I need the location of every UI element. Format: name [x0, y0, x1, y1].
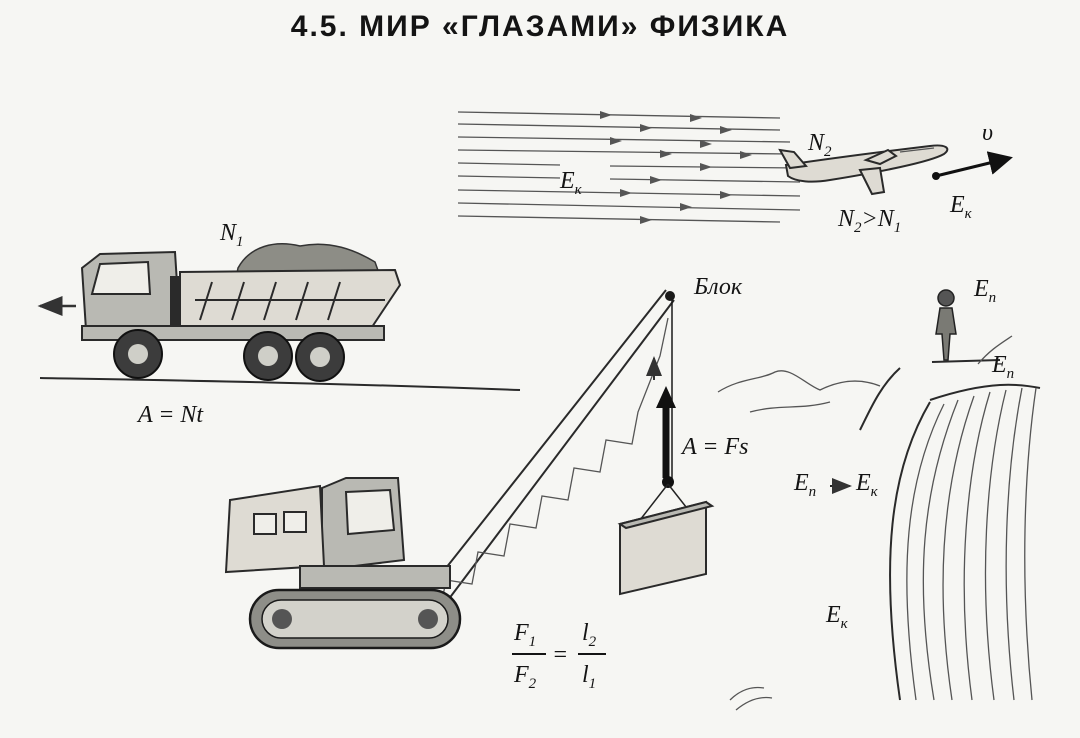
truck-wheel	[113, 329, 163, 379]
svg-text:F2: F2	[513, 662, 537, 692]
svg-text:l1: l1	[582, 662, 596, 692]
air-stream: Eк	[457, 111, 801, 224]
crane-work-formula: A = Fs	[680, 434, 748, 460]
airplane-icon	[778, 144, 949, 196]
lever-formula: F1 F2 = l2 l1	[512, 620, 606, 692]
air-energy-label: Eк	[559, 168, 583, 198]
crane-icon	[224, 289, 675, 650]
svg-text:Eк: Eк	[855, 470, 879, 500]
power-comparison: N2>N1	[837, 206, 901, 236]
water-kinetic-label: Eк	[825, 602, 849, 632]
stream-line	[457, 202, 801, 211]
truck-wheel	[243, 331, 293, 381]
truck-wheel	[295, 332, 345, 382]
svg-text:l2: l2	[582, 620, 597, 650]
stream-line	[457, 111, 781, 119]
velocity-label: υ	[982, 120, 993, 146]
person-potential-label: Eп	[973, 276, 996, 306]
truck-power-label: N1	[219, 220, 244, 250]
dump-truck-icon	[39, 243, 521, 391]
stream-line	[457, 175, 561, 179]
cliff	[859, 335, 1013, 431]
truck-work-formula: A = Nt	[136, 402, 204, 428]
force-arrow	[646, 356, 676, 488]
load-slab	[617, 483, 715, 596]
stream-line	[609, 178, 801, 183]
mountains	[717, 370, 881, 413]
plane-energy-label: Eк	[949, 192, 973, 222]
stream-line	[457, 123, 781, 131]
svg-text:=: =	[552, 642, 568, 668]
pulley-label: Блок	[693, 274, 743, 300]
stream-line	[457, 149, 791, 155]
stream-line	[457, 162, 561, 166]
waterfall-icon	[729, 383, 1041, 711]
energy-conversion: Eп Eк	[793, 470, 879, 500]
person-icon	[935, 289, 957, 361]
velocity-arrow	[932, 151, 1013, 180]
svg-text:F1: F1	[513, 620, 536, 650]
cliff-potential-label: Eп	[991, 352, 1014, 382]
page-title: 4.5. МИР «ГЛАЗАМИ» ФИЗИКА	[290, 10, 790, 43]
stream-line	[457, 136, 791, 143]
plane-power-label: N2	[807, 130, 832, 160]
stream-line	[457, 215, 781, 223]
svg-text:Eп: Eп	[793, 470, 816, 500]
